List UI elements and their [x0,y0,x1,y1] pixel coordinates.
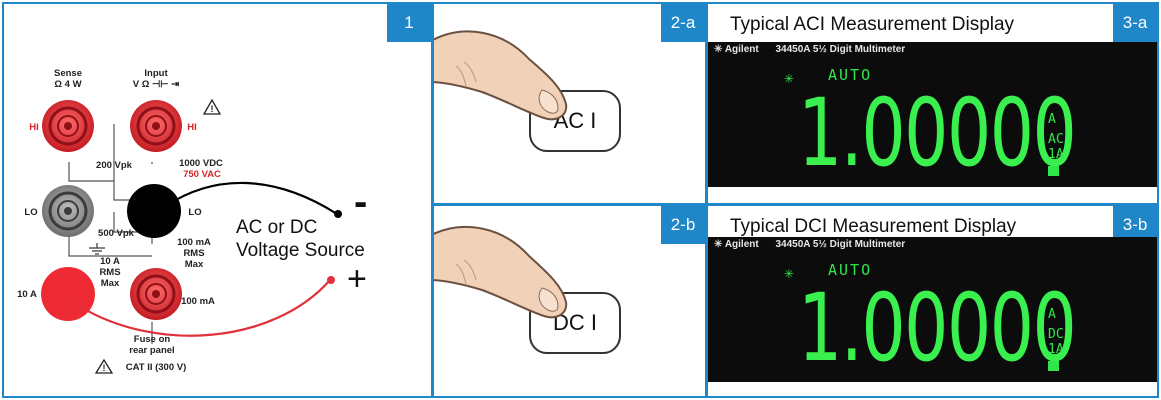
ten-amp-plug [41,267,95,321]
unit-annunciator: A [1048,307,1056,322]
terminal-diagram-panel: 1 [2,2,433,398]
source-label-line1: AC or DC [236,217,318,238]
agilent-spark-icon: ✳ [714,44,723,55]
aci-key-panel: 2-a AC I [432,2,707,205]
label-lo-right: LO [188,207,202,218]
warning-icon [202,98,222,115]
label-100ma: 100 mA [181,296,215,307]
label-sense-sub: Ω 4 W [54,79,82,90]
auto-range-indicator: AUTO [828,261,873,279]
label-input: Input [144,68,168,79]
model-name: 34450A 5½ Digit Multimeter [775,239,906,250]
dci-display-panel: 3-b Typical DCI Measurement Display ✳ Ag… [706,204,1159,398]
status-flag-icon [1048,360,1059,376]
black-test-lead [165,181,338,215]
range-annunciator: 1A [1048,147,1064,162]
auto-range-indicator: AUTO [828,66,873,84]
asterisk-annunciator-icon: ✳ [784,68,794,87]
label-500vpk: 500 Vpk [98,228,134,239]
step-badge-3a: 3-a [1113,4,1157,42]
input-lo-plug [127,184,181,238]
label-10a: 10 A [17,289,37,300]
ground-icon [89,243,105,255]
cat-warning-icon [94,358,114,374]
agilent-spark-icon: ✳ [714,239,723,250]
label-rms-right: RMS [183,248,205,259]
label-fuse-2: rear panel [129,345,175,356]
svg-text:!: ! [103,363,106,373]
label-lo-left: LO [24,207,38,218]
measurement-reading: 1.00000 [798,79,1077,188]
label-10a-rms: 10 A [100,256,120,267]
unit-annunciator: A [1048,112,1056,127]
step-badge-2a: 2-a [661,4,705,42]
minus-sign: - [354,180,368,224]
measurement-reading: 1.00000 [798,274,1077,383]
range-annunciator: 1A [1048,342,1064,357]
source-label-line2: Voltage Source [236,240,365,261]
aci-key[interactable]: AC I [529,90,621,152]
label-100ma-rms: 100 mA [177,237,211,248]
model-name: 34450A 5½ Digit Multimeter [775,44,906,55]
dci-lcd-screen: ✳ Agilent 34450A 5½ Digit Multimeter ✳ A… [708,237,1157,382]
label-cat: CAT II (300 V) [125,362,187,373]
label-max-left: Max [100,278,120,289]
coupling-annunciator: DC [1048,327,1064,342]
brand-name: Agilent [724,44,759,55]
agilent-brand: ✳ Agilent 34450A 5½ Digit Multimeter [714,239,905,250]
terminal-diagram: ! ! [41,98,342,374]
label-750vac: 750 VAC [183,169,221,180]
status-flag-icon [1048,165,1059,181]
brand-name: Agilent [724,239,759,250]
label-sense: Sense [54,68,82,79]
aci-display-title: Typical ACI Measurement Display [730,14,1015,35]
label-max-right: Max [184,259,204,270]
label-rms-left: RMS [99,267,121,278]
agilent-brand: ✳ Agilent 34450A 5½ Digit Multimeter [714,44,905,55]
asterisk-annunciator-icon: ✳ [784,263,794,282]
aci-display-panel: 3-a Typical ACI Measurement Display ✳ Ag… [706,2,1159,205]
step-badge-2b: 2-b [661,206,705,244]
label-hi-left: HI [29,122,39,133]
dci-display-title: Typical DCI Measurement Display [730,216,1017,237]
svg-text:!: ! [211,104,214,114]
label-1000vdc: 1000 VDC [179,158,223,169]
label-input-sub: V Ω ⊣⊢ ⇥ [132,79,180,90]
sense-lo-terminal [42,185,94,237]
step-badge-1: 1 [387,4,431,42]
milliamp-terminal [130,268,182,320]
plus-sign: + [347,260,367,298]
coupling-annunciator: AC [1048,132,1064,147]
dci-key[interactable]: DC I [529,292,621,354]
input-hi-terminal [130,100,182,152]
dci-key-panel: 2-b DC I [432,204,707,398]
sense-hi-terminal [42,100,94,152]
label-fuse-1: Fuse on [133,334,171,345]
aci-lcd-screen: ✳ Agilent 34450A 5½ Digit Multimeter ✳ A… [708,42,1157,187]
red-test-lead [75,279,331,337]
label-hi-right: HI [187,122,197,133]
label-200vpk: 200 Vpk [96,160,132,171]
